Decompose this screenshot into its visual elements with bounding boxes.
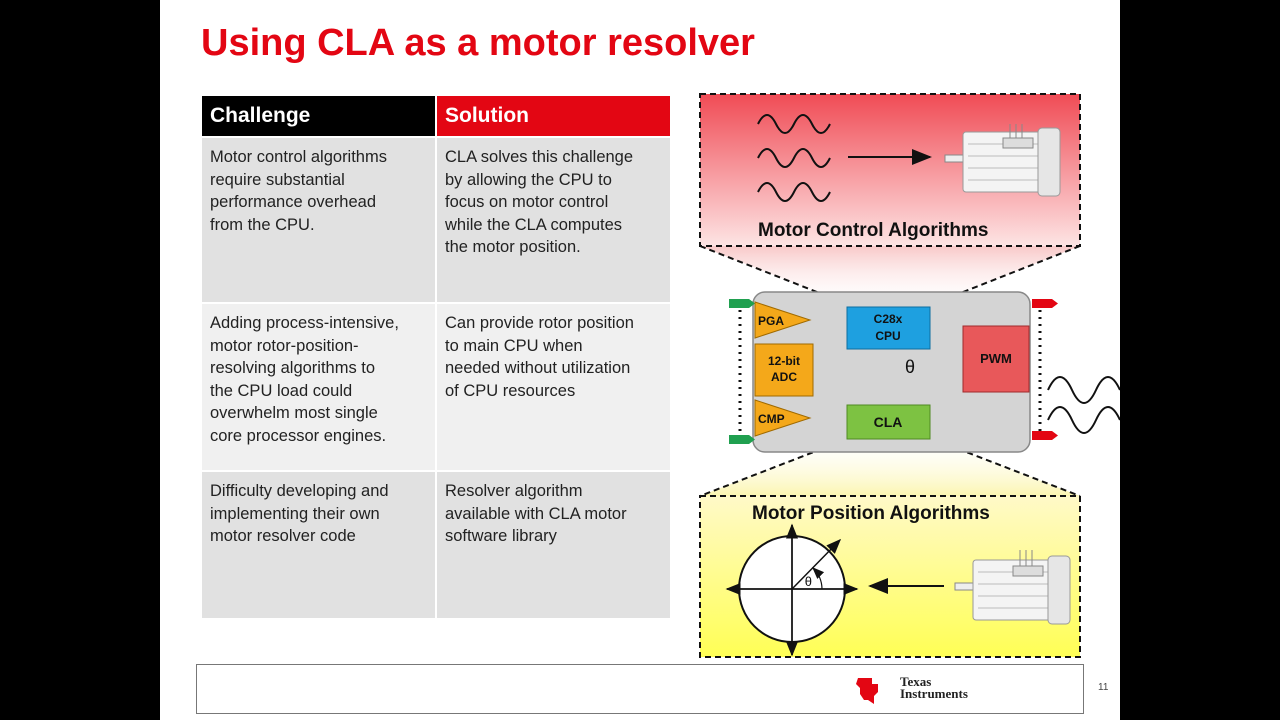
pwm-output-waves-icon [1047,376,1120,434]
top-zoom-cone [700,246,1080,305]
output-pin-top [1032,299,1052,308]
slide-title: Using CLA as a motor resolver [201,22,755,64]
slide: Using CLA as a motor resolver Challenge … [160,0,1120,720]
cpu-label-line1: C28x [874,312,903,326]
pga-label: PGA [758,314,784,328]
ti-logo-line2: Instruments [900,686,968,701]
motor-icon [944,124,1061,197]
motor-control-panel: Motor Control Algorithms [699,93,1081,247]
challenge-header: Challenge [202,96,435,136]
bottom-zoom-cone [700,438,1080,496]
mcu-chip: PGA 12-bit ADC CMP C28x CPU θ CLA PWM [729,291,1120,453]
ti-logo-line1: Texas [900,674,932,689]
cmp-comparator [754,399,812,437]
cmp-label: CMP [758,412,785,426]
page-number: 11 [1098,682,1109,693]
motor-icon [954,550,1071,625]
resolver-theta: θ [805,574,812,589]
pga-amplifier [754,301,812,339]
adc-label-line2: ADC [771,370,797,384]
pwm-block [962,325,1030,393]
resolver-angle-icon: θ [725,523,859,657]
chip-theta-symbol: θ [905,357,915,377]
ti-logo-icon [856,678,878,704]
footer-bar [196,664,1084,714]
cla-label: CLA [874,414,903,430]
challenge-solution-table: Challenge Solution Motor control algorit… [202,96,670,618]
motor-position-panel: Motor Position Algorithms θ [699,495,1081,658]
motor-control-label: Motor Control Algorithms [758,220,988,241]
ti-logo-text: Texas Instruments [900,674,1020,706]
cpu-block [846,306,931,350]
motor-position-label: Motor Position Algorithms [752,503,990,524]
table-header-row: Challenge Solution [202,96,670,136]
input-pin-bottom [729,435,749,444]
adc-block [754,343,814,397]
pwm-label: PWM [980,351,1012,366]
input-pin-top [729,299,749,308]
output-pin-bottom [1032,431,1052,440]
cpu-label-line2: CPU [875,329,900,343]
solution-header: Solution [435,96,670,136]
cla-diagram: Motor Control Algorithms PGA 12-bit ADC [699,93,1120,704]
challenge-cell: Adding process-intensive,motor rotor-pos… [202,302,435,470]
adc-label-line1: 12-bit [768,354,800,368]
table-row: Adding process-intensive,motor rotor-pos… [202,302,670,470]
sine-waves-icon [757,114,831,202]
cla-block [846,404,931,440]
